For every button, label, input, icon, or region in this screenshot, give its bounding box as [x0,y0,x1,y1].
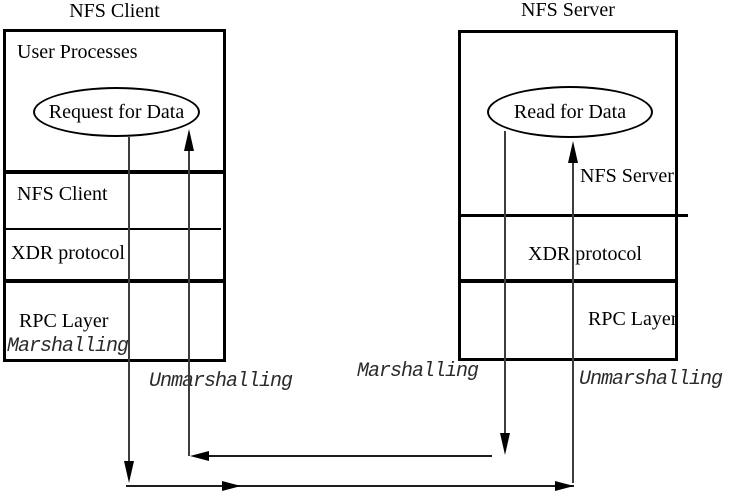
client-response-up-line [188,150,190,456]
server-unmarshalling-label: Unmarshalling [579,368,723,391]
response-return-line [198,455,492,457]
up-arrowhead-icon [184,129,194,151]
client-nfs-layer-label: NFS Client [17,183,108,205]
left-arrowhead-icon [190,451,209,461]
server-divider-bottom [458,279,678,283]
nfs-client-box [3,29,226,362]
server-marshalling-label: Marshalling [357,360,479,383]
down-arrowhead-icon [124,461,134,483]
user-processes-label: User Processes [17,41,138,63]
server-xdr-layer-label: XDR protocol [528,243,642,265]
client-unmarshalling-label: Unmarshalling [149,370,293,393]
read-for-data-label: Read for Data [513,100,627,123]
nfs-server-title: NFS Server [521,0,615,21]
up-arrowhead-icon [568,141,578,163]
client-request-down-line [128,137,130,462]
nfs-client-title: NFS Client [69,0,160,22]
server-response-down-line [504,131,506,435]
client-marshalling-label: Marshalling [7,335,129,358]
client-rpc-layer-label: RPC Layer [19,310,109,332]
server-request-up-line [572,162,574,483]
request-transport-line [126,485,574,487]
client-divider-bottom [3,279,226,283]
client-divider-middle [6,228,221,230]
right-arrowhead-icon [555,481,574,491]
nfs-server-box [458,30,678,361]
server-rpc-layer-label: RPC Layer [588,308,678,330]
request-for-data-label: Request for Data [48,100,185,123]
right-arrowhead-icon [222,481,241,491]
client-divider-top [3,170,226,174]
server-nfs-layer-label: NFS Server [580,165,674,187]
request-for-data-ellipse: Request for Data [33,87,200,137]
down-arrowhead-icon [500,433,510,455]
read-for-data-ellipse: Read for Data [487,86,653,138]
client-xdr-layer-label: XDR protocol [11,242,125,264]
